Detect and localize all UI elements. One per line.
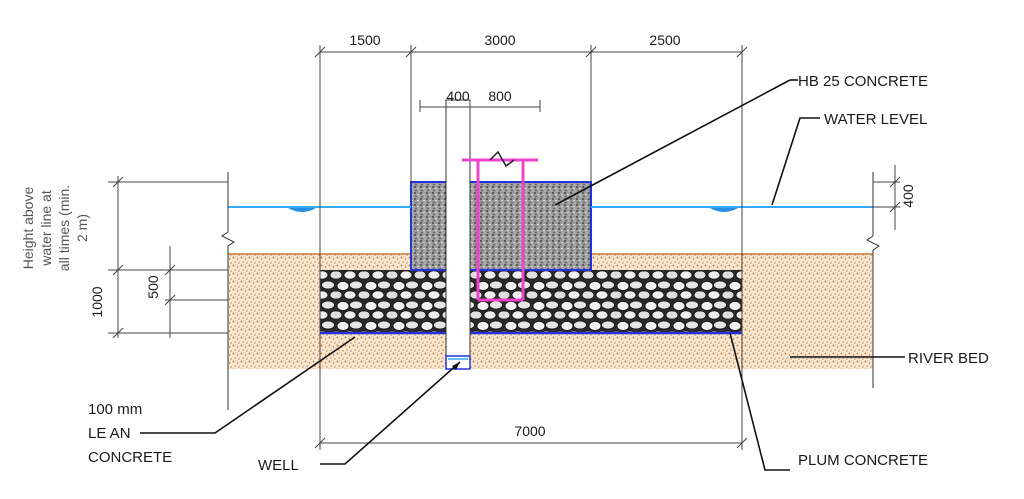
dim-1500: 1500 xyxy=(349,32,380,48)
well-shaft xyxy=(445,99,471,370)
dim-500: 500 xyxy=(145,275,161,299)
dim-1000: 1000 xyxy=(89,286,105,317)
break-symbol xyxy=(489,150,515,168)
left-dimension-lines xyxy=(108,176,228,339)
label-lean-concrete-2: LE AN xyxy=(88,425,131,442)
dim-7000: 7000 xyxy=(514,423,545,439)
dim-800: 800 xyxy=(488,88,512,104)
bottom-dimension-line xyxy=(314,437,748,449)
svg-text:water line at: water line at xyxy=(38,190,54,267)
label-lean-concrete-3: CONCRETE xyxy=(88,449,172,466)
label-hb25-concrete: HB 25 CONCRETE xyxy=(798,73,928,90)
height-note: Height above water line at all times (mi… xyxy=(20,185,90,271)
water-symbol-right xyxy=(710,208,738,212)
well-arrowhead xyxy=(452,362,460,370)
label-river-bed: RIVER BED xyxy=(908,350,989,367)
leader-lines xyxy=(140,79,905,471)
svg-text:Height above: Height above xyxy=(20,187,36,270)
water-symbol-left xyxy=(288,208,316,212)
dim-400: 400 xyxy=(446,88,470,104)
svg-text:all times (min.: all times (min. xyxy=(56,185,72,271)
well-base xyxy=(445,355,471,370)
hb25-concrete-block xyxy=(410,181,592,271)
label-well: WELL xyxy=(258,457,299,474)
dim-3000: 3000 xyxy=(484,32,515,48)
right-wall xyxy=(866,172,880,388)
svg-text:2 m): 2 m) xyxy=(74,214,90,242)
label-lean-concrete-1: 100 mm xyxy=(88,401,142,418)
top-dimension-lines xyxy=(314,45,748,450)
dim-2500: 2500 xyxy=(649,32,680,48)
dim-400-right: 400 xyxy=(900,184,916,208)
label-plum-concrete: PLUM CONCRETE xyxy=(798,452,928,469)
label-water-level: WATER LEVEL xyxy=(824,111,927,128)
plum-concrete-fill xyxy=(320,270,742,333)
reinforcement-bars xyxy=(462,158,538,302)
right-dimension-lines xyxy=(873,165,901,230)
